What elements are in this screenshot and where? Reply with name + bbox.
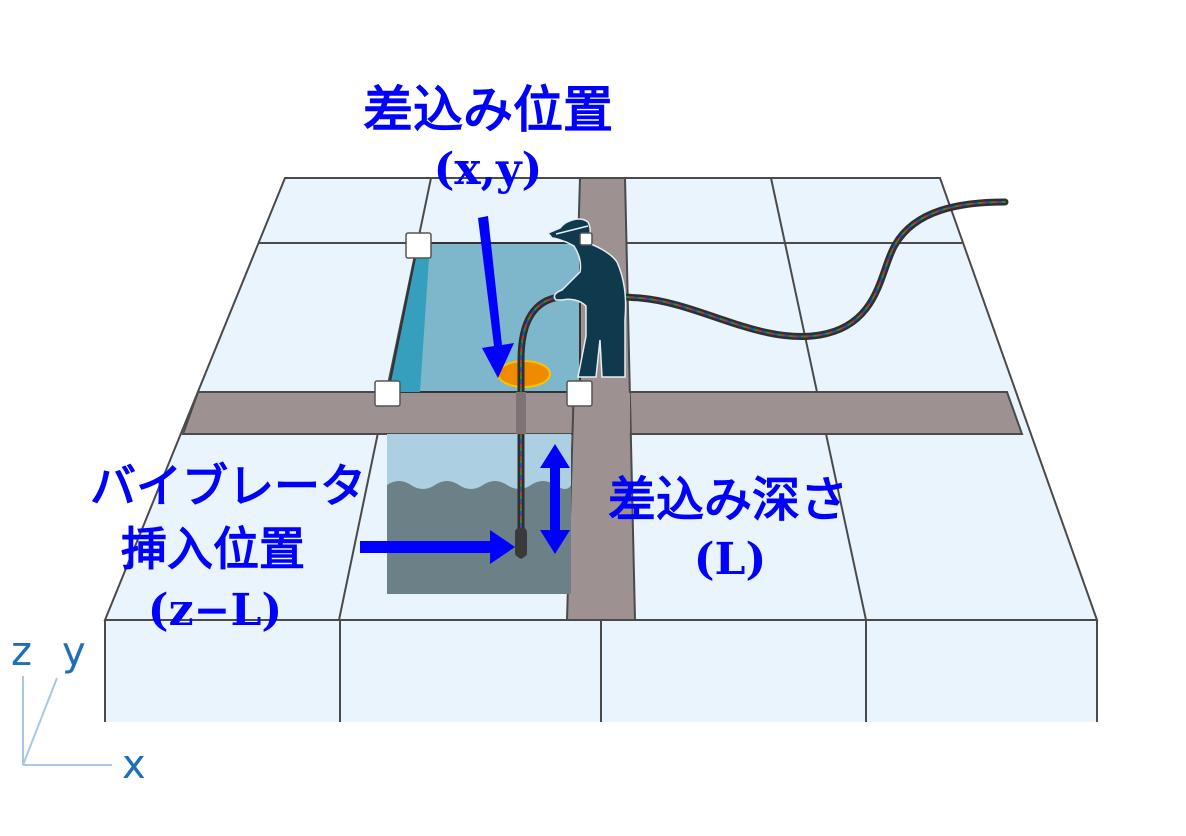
axis-label-x: x bbox=[122, 742, 146, 788]
corner-handles bbox=[374, 232, 593, 407]
handle-bottom-right bbox=[566, 380, 593, 407]
depth-double-arrow bbox=[540, 444, 570, 554]
handle-bottom-left bbox=[374, 380, 401, 407]
vibrator-label-line3: (z−L) bbox=[147, 585, 283, 636]
concrete-cross-section bbox=[387, 434, 571, 594]
arrows bbox=[360, 216, 570, 564]
insertion-position-title: 差込み位置 bbox=[363, 80, 613, 139]
vibrator-label-line2: 挿入位置 bbox=[121, 522, 305, 576]
vibrator-label-line1: バイブレータ bbox=[90, 459, 366, 513]
handle-top-left bbox=[405, 232, 432, 259]
depth-symbol: (L) bbox=[693, 534, 767, 585]
insertion-position-coords: (x,y) bbox=[433, 144, 543, 195]
insertion-pit bbox=[386, 242, 581, 393]
depth-title: 差込み深さ bbox=[607, 472, 848, 528]
axis-label-y: y bbox=[62, 629, 86, 675]
worker-silhouette-icon bbox=[546, 218, 627, 378]
handle-top-right bbox=[579, 232, 593, 246]
axis-indicator bbox=[22, 676, 112, 766]
arrow-to-insertion-point bbox=[478, 216, 514, 378]
axis-label-z: z bbox=[11, 629, 32, 675]
arrow-to-vibrator-tip bbox=[360, 530, 515, 564]
